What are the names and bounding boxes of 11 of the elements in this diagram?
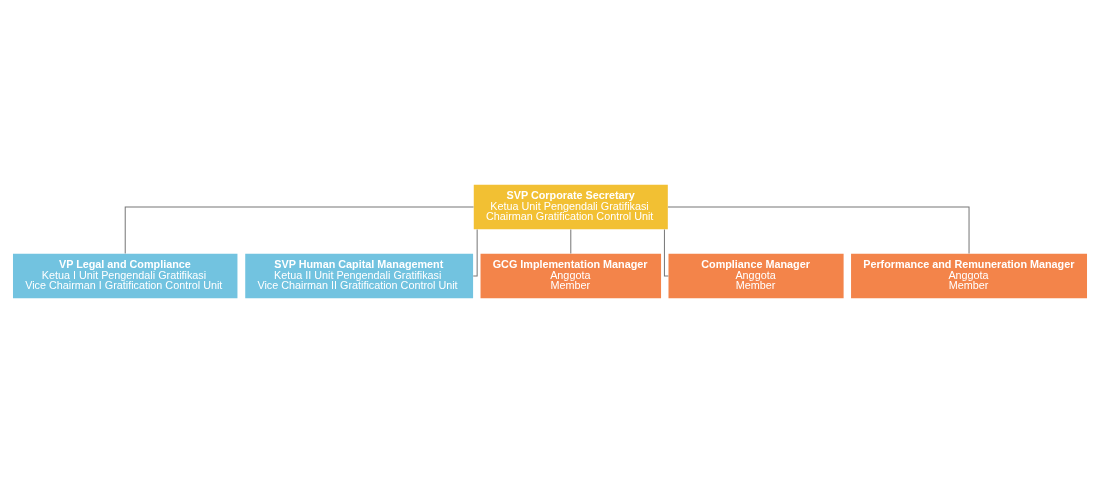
connector — [667, 206, 970, 255]
node-box: VP Legal and Compliance Ketua I Unit Pengendali Gratifikasi Vice Chairman I Gratification Control Unit — [13, 253, 238, 299]
connector — [124, 206, 475, 255]
node-box: SVP Corporate Secretary Ketua Unit Pengendali Gratifikasi Chairman Gratification Control Unit — [473, 184, 668, 230]
connector — [570, 228, 572, 254]
connector — [472, 228, 478, 277]
node-box: Performance and Remuneration Manager Anggota Member — [851, 253, 1087, 299]
connector — [663, 228, 669, 277]
node-box: Compliance Manager Anggota Member — [668, 253, 844, 299]
node-box: SVP Human Capital Management Ketua II Unit Pengendali Gratifikasi Vice Chairman II Gratification Control Unit — [245, 253, 474, 299]
node-box: GCG Implementation Manager Anggota Member — [480, 253, 662, 299]
